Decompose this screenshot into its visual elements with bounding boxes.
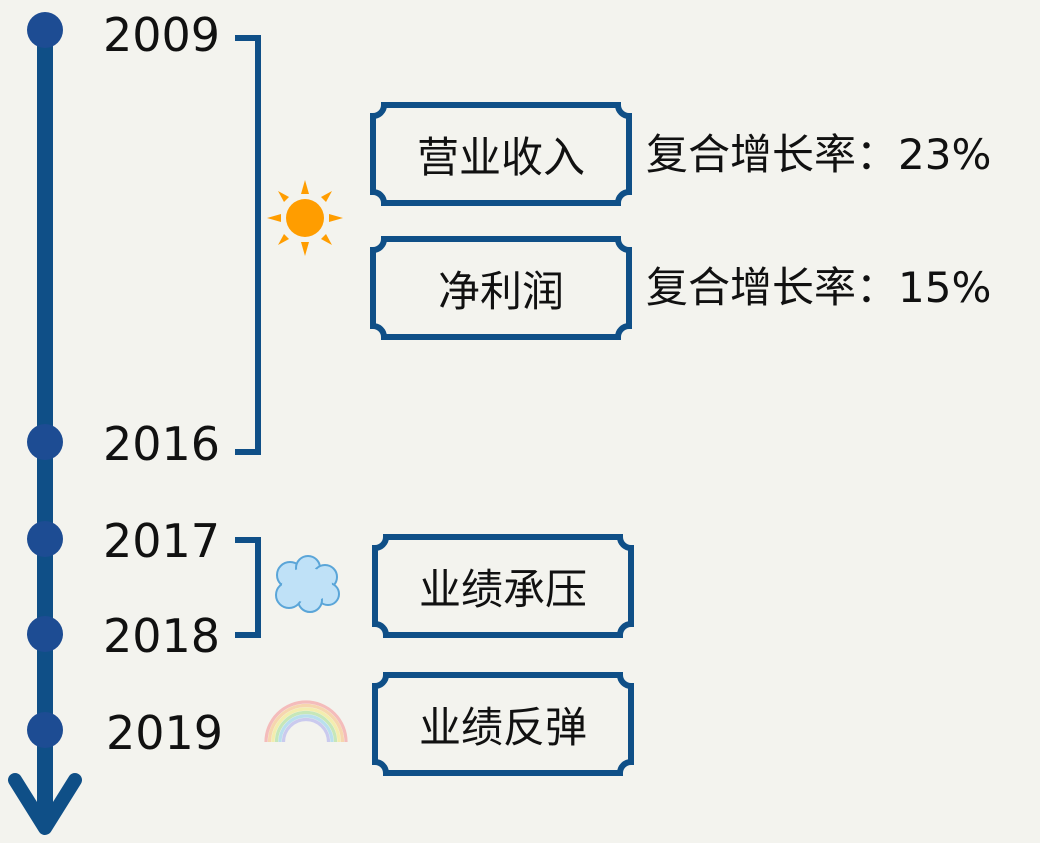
performance-pressure-box: 业绩承压 (372, 534, 634, 638)
timeline-dot-2009 (27, 12, 63, 48)
year-2016: 2016 (103, 417, 221, 471)
rainbow-icon (264, 700, 348, 743)
year-2017: 2017 (103, 514, 221, 568)
timeline-dot-2019 (27, 712, 63, 748)
year-2009: 2009 (103, 8, 221, 62)
performance-pressure-label: 业绩承压 (418, 564, 587, 614)
sun-icon (267, 180, 343, 256)
net-profit-box: 净利润 (370, 236, 632, 340)
revenue-label: 营业收入 (416, 132, 585, 182)
cloud-icon (275, 555, 340, 613)
performance-rebound-label: 业绩反弹 (418, 702, 587, 752)
net-profit-label: 净利润 (437, 266, 564, 316)
year-2018: 2018 (103, 609, 221, 663)
bracket-2009-2016 (235, 35, 261, 455)
net-profit-growth-rate: 复合增长率：15% (646, 263, 992, 312)
timeline-arrow (8, 773, 82, 835)
performance-rebound-box: 业绩反弹 (372, 672, 634, 776)
revenue-box: 营业收入 (370, 102, 632, 206)
timeline-dot-2018 (27, 616, 63, 652)
bracket-2017-2018 (235, 537, 261, 638)
year-2019: 2019 (106, 706, 224, 760)
timeline-dot-2016 (27, 424, 63, 460)
revenue-growth-rate: 复合增长率：23% (646, 130, 992, 179)
timeline-dot-2017 (27, 521, 63, 557)
